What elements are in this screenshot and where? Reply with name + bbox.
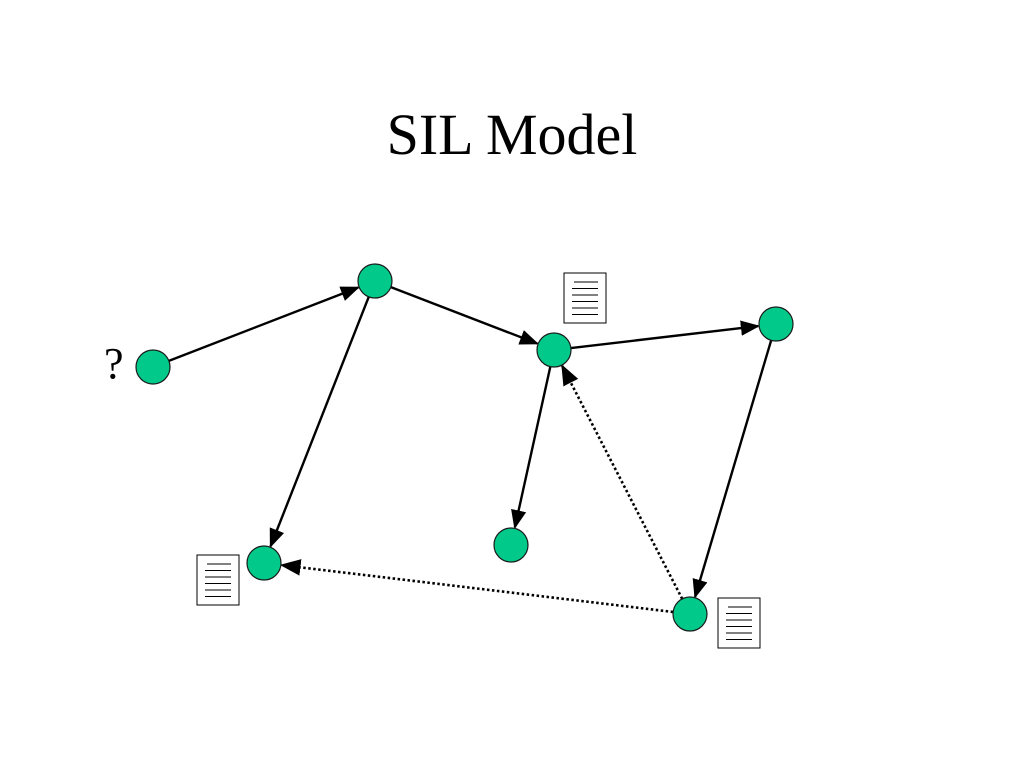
document-icon — [563, 272, 607, 324]
document-icon — [196, 554, 240, 606]
node-n5 — [246, 545, 282, 581]
node-n4 — [758, 306, 794, 342]
query-label: ? — [104, 339, 124, 388]
node-n3 — [536, 332, 572, 368]
documents-layer — [196, 272, 761, 649]
edge-n7-to-n5-dotted — [279, 559, 674, 614]
edge-n2-to-n3 — [390, 285, 539, 345]
nodes-layer — [135, 263, 794, 632]
edge-n4-to-n7 — [692, 339, 773, 599]
edge-n2-to-n5 — [269, 296, 370, 549]
node-n7 — [672, 596, 708, 632]
edge-n7-to-n3-dotted — [561, 364, 684, 600]
slide-title: SIL Model — [386, 102, 638, 167]
node-n1 — [135, 349, 171, 385]
node-n6 — [493, 527, 529, 563]
edge-n1-to-n2 — [168, 286, 361, 362]
node-n2 — [357, 263, 393, 299]
edge-n3-to-n6 — [511, 366, 552, 530]
edges-layer — [168, 285, 773, 614]
edge-n3-to-n4 — [570, 320, 761, 350]
document-icon — [717, 597, 761, 649]
